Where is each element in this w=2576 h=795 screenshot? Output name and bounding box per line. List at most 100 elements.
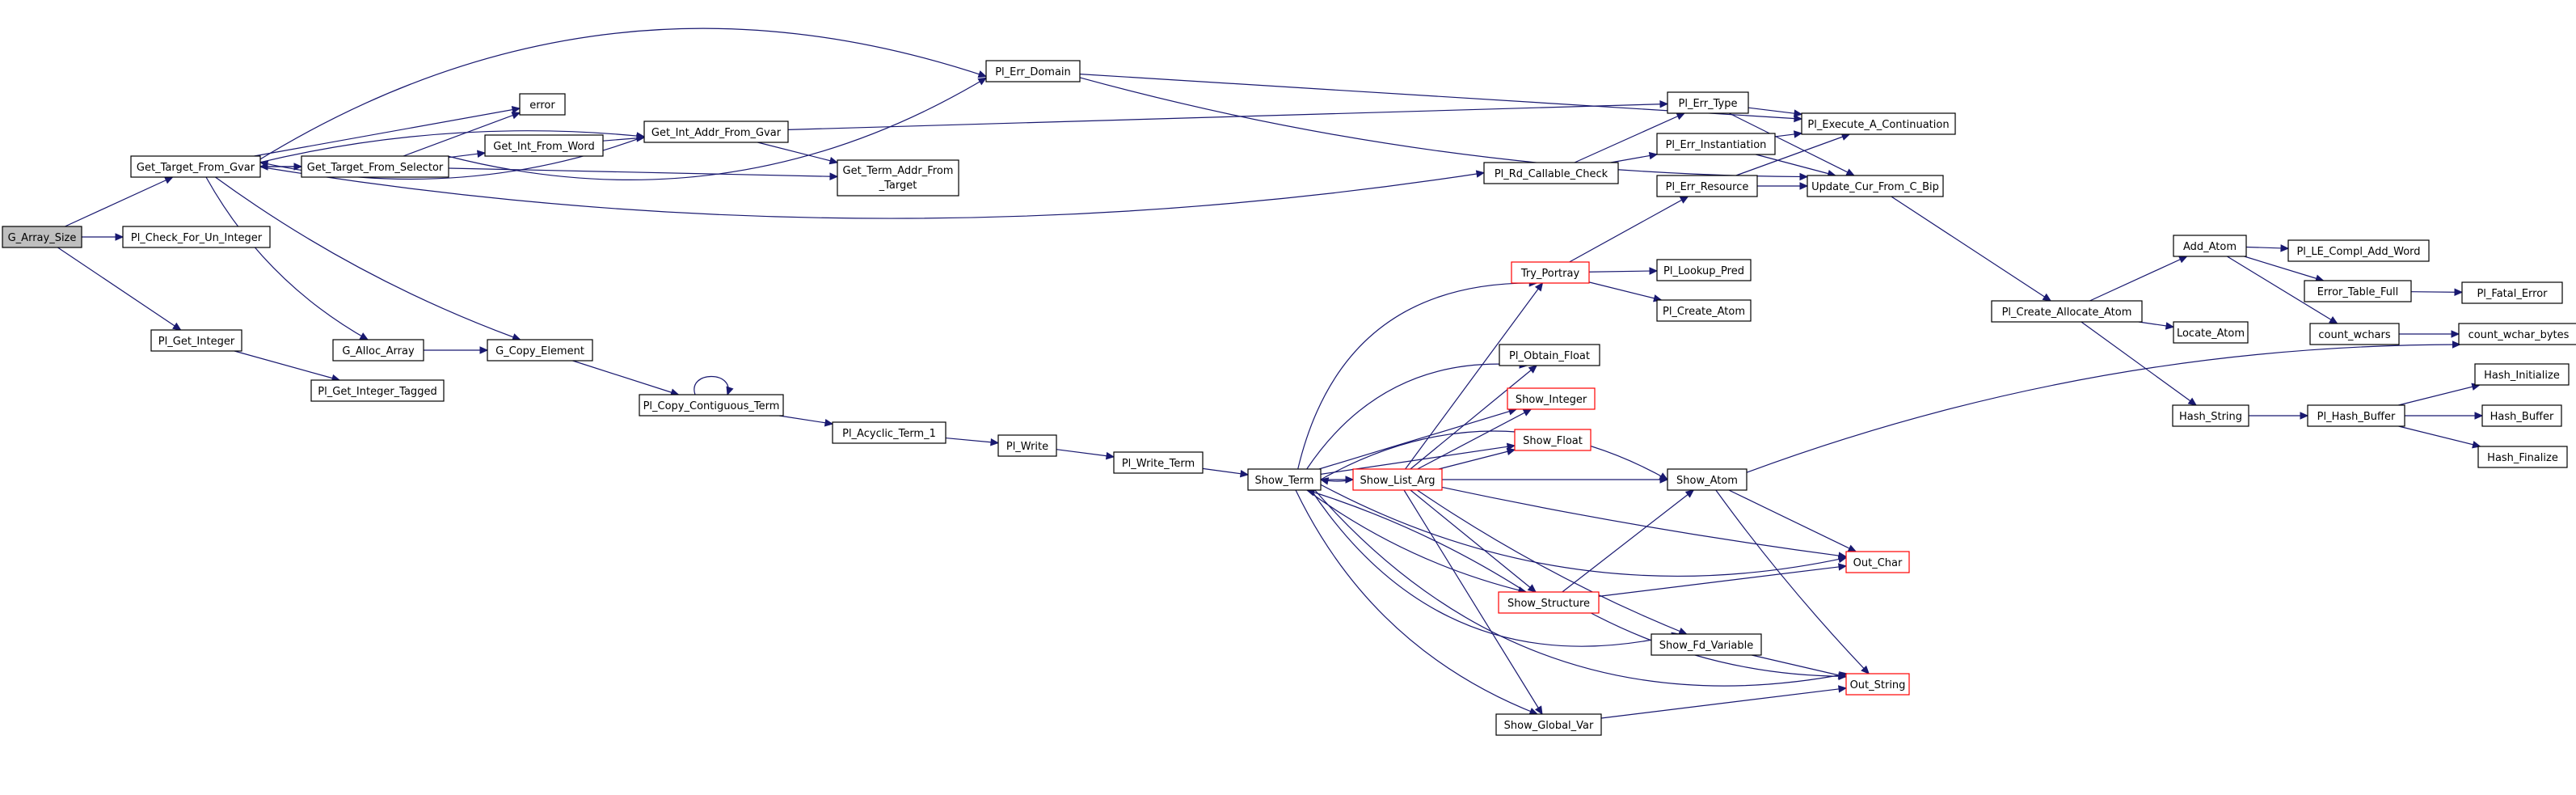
- node-show-float[interactable]: Show_Float: [1514, 429, 1592, 451]
- node-show-atom[interactable]: Show_Atom: [1667, 468, 1748, 491]
- edge-arrowhead: [2280, 244, 2290, 252]
- node-label: Pl_Acyclic_Term_1: [842, 428, 936, 440]
- node-label: Get_Int_From_Word: [493, 141, 594, 153]
- node-update-cur-from-c-bip[interactable]: Update_Cur_From_C_Bip: [1807, 175, 1944, 197]
- node-try-portray[interactable]: Try_Portray: [1511, 261, 1590, 284]
- edge-arrowhead: [1837, 563, 1848, 571]
- call-edge: [1728, 489, 1857, 552]
- node-label: Out_String: [1850, 679, 1906, 691]
- call-edge: [694, 375, 729, 395]
- node-label: Pl_Get_Integer: [158, 336, 235, 348]
- node-get-int-from-word[interactable]: Get_Int_From_Word: [484, 134, 604, 157]
- node-g-copy-element[interactable]: G_Copy_Element: [487, 339, 593, 362]
- node-pl-write-term[interactable]: Pl_Write_Term: [1113, 451, 1204, 474]
- edge-arrowhead: [1793, 130, 1803, 138]
- call-edge: [1891, 196, 2051, 302]
- node-box: [2461, 281, 2563, 304]
- node-box: [1483, 162, 1619, 184]
- node-pl-check-for-un-integer[interactable]: Pl_Check_For_Un_Integer: [122, 226, 271, 248]
- node-pl-copy-contiguous-term[interactable]: Pl_Copy_Contiguous_Term: [639, 394, 784, 417]
- node-label: Pl_Copy_Contiguous_Term: [643, 400, 780, 412]
- call-edge: [1746, 344, 2460, 473]
- node-error-table-full[interactable]: Error_Table_Full: [2304, 280, 2412, 302]
- node-out-string[interactable]: Out_String: [1845, 673, 1910, 696]
- call-edge: [1410, 365, 1537, 470]
- call-edge: [1591, 612, 1847, 677]
- node-hash-buffer[interactable]: Hash_Buffer: [2481, 404, 2562, 427]
- node-locate-atom[interactable]: Locate_Atom: [2173, 321, 2249, 344]
- call-edge: [1728, 112, 1855, 176]
- node-box: [1498, 591, 1600, 614]
- edge-arrowhead: [2454, 288, 2464, 297]
- node-pl-hash-buffer[interactable]: Pl_Hash_Buffer: [2307, 404, 2405, 427]
- edge-arrowhead: [2187, 397, 2198, 406]
- node-count-wchars[interactable]: count_wchars: [2309, 323, 2400, 345]
- node-pl-err-resource[interactable]: Pl_Err_Resource: [1656, 175, 1758, 197]
- node-pl-fatal-error[interactable]: Pl_Fatal_Error: [2461, 281, 2563, 304]
- node-show-list-arg[interactable]: Show_List_Arg: [1352, 468, 1443, 491]
- edge-arrowhead: [163, 176, 174, 184]
- node-label: Pl_Hash_Buffer: [2317, 411, 2396, 423]
- node-box: [1656, 175, 1758, 197]
- edge-arrowhead: [824, 419, 834, 427]
- edge-arrowhead: [1837, 671, 1848, 679]
- call-edge: [2398, 425, 2481, 447]
- node-show-global-var[interactable]: Show_Global_Var: [1495, 713, 1602, 736]
- node-hash-finalize[interactable]: Hash_Finalize: [2477, 446, 2568, 468]
- node-box: [2477, 446, 2568, 468]
- call-edge: [1306, 363, 1528, 470]
- node-show-term[interactable]: Show_Term: [1247, 468, 1322, 491]
- node-get-int-addr-from-gvar[interactable]: Get_Int_Addr_From_Gvar: [643, 121, 789, 143]
- node-show-integer[interactable]: Show_Integer: [1507, 387, 1596, 410]
- node-pl-rd-callable-check[interactable]: Pl_Rd_Callable_Check: [1483, 162, 1619, 184]
- node-pl-execute-a-continuation[interactable]: Pl_Execute_A_Continuation: [1801, 112, 1956, 135]
- node-get-target-from-gvar[interactable]: Get_Target_From_Gvar: [130, 155, 261, 178]
- call-edge: [1417, 408, 1532, 470]
- node-pl-lookup-pred[interactable]: Pl_Lookup_Pred: [1656, 259, 1752, 281]
- edge-arrowhead: [1527, 584, 1537, 593]
- node-box: [2172, 404, 2249, 427]
- node-count-wchar-bytes[interactable]: count_wchar_bytes: [2458, 323, 2576, 345]
- node-g-array-size[interactable]: G_Array_Size: [2, 226, 82, 248]
- node-pl-get-integer[interactable]: Pl_Get_Integer: [150, 329, 242, 352]
- node-pl-get-integer-tagged[interactable]: Pl_Get_Integer_Tagged: [310, 379, 445, 402]
- call-edge: [259, 166, 1485, 219]
- node-g-alloc-array[interactable]: G_Alloc_Array: [332, 339, 424, 362]
- call-edge: [1569, 196, 1689, 263]
- node-pl-le-compl-add-word[interactable]: Pl_LE_Compl_Add_Word: [2287, 239, 2430, 262]
- node-pl-err-instantiation[interactable]: Pl_Err_Instantiation: [1656, 133, 1776, 155]
- node-label: Pl_LE_Compl_Add_Word: [2296, 246, 2420, 258]
- node-pl-create-allocate-atom[interactable]: Pl_Create_Allocate_Atom: [1991, 300, 2143, 323]
- node-pl-acyclic-term-1[interactable]: Pl_Acyclic_Term_1: [832, 421, 947, 444]
- node-pl-write[interactable]: Pl_Write: [997, 434, 1057, 457]
- node-show-fd-variable[interactable]: Show_Fd_Variable: [1651, 633, 1762, 656]
- edge-arrowhead: [1534, 282, 1544, 292]
- call-edge: [1756, 154, 1836, 176]
- edge-arrowhead: [1345, 476, 1355, 484]
- edge-arrowhead: [2474, 412, 2484, 420]
- node-hash-initialize[interactable]: Hash_Initialize: [2474, 363, 2570, 386]
- node-box: [1801, 112, 1956, 135]
- call-edge: [2081, 321, 2197, 406]
- node-box: [301, 155, 449, 178]
- call-edge: [1600, 687, 1847, 719]
- node-add-atom[interactable]: Add_Atom: [2173, 235, 2247, 257]
- node-box: [837, 159, 959, 197]
- node-get-term-addr-from-target[interactable]: Get_Term_Addr_From_Target: [837, 159, 959, 197]
- node-show-structure[interactable]: Show_Structure: [1498, 591, 1600, 614]
- node-box: [1507, 387, 1596, 410]
- node-hash-string[interactable]: Hash_String: [2172, 404, 2249, 427]
- call-edge: [205, 176, 369, 340]
- node-out-char[interactable]: Out_Char: [1845, 551, 1910, 573]
- node-box: [2481, 404, 2562, 427]
- call-edge: [65, 176, 173, 227]
- node-pl-err-type[interactable]: Pl_Err_Type: [1667, 91, 1749, 114]
- node-box: [1651, 633, 1762, 656]
- node-error[interactable]: error: [519, 93, 566, 116]
- node-box: [1656, 299, 1752, 322]
- edge-arrowhead: [1684, 489, 1695, 498]
- node-pl-err-domain[interactable]: Pl_Err_Domain: [985, 60, 1081, 82]
- node-pl-obtain-float[interactable]: Pl_Obtain_Float: [1499, 344, 1600, 366]
- node-pl-create-atom[interactable]: Pl_Create_Atom: [1656, 299, 1752, 322]
- node-get-target-from-selector[interactable]: Get_Target_From_Selector: [301, 155, 449, 178]
